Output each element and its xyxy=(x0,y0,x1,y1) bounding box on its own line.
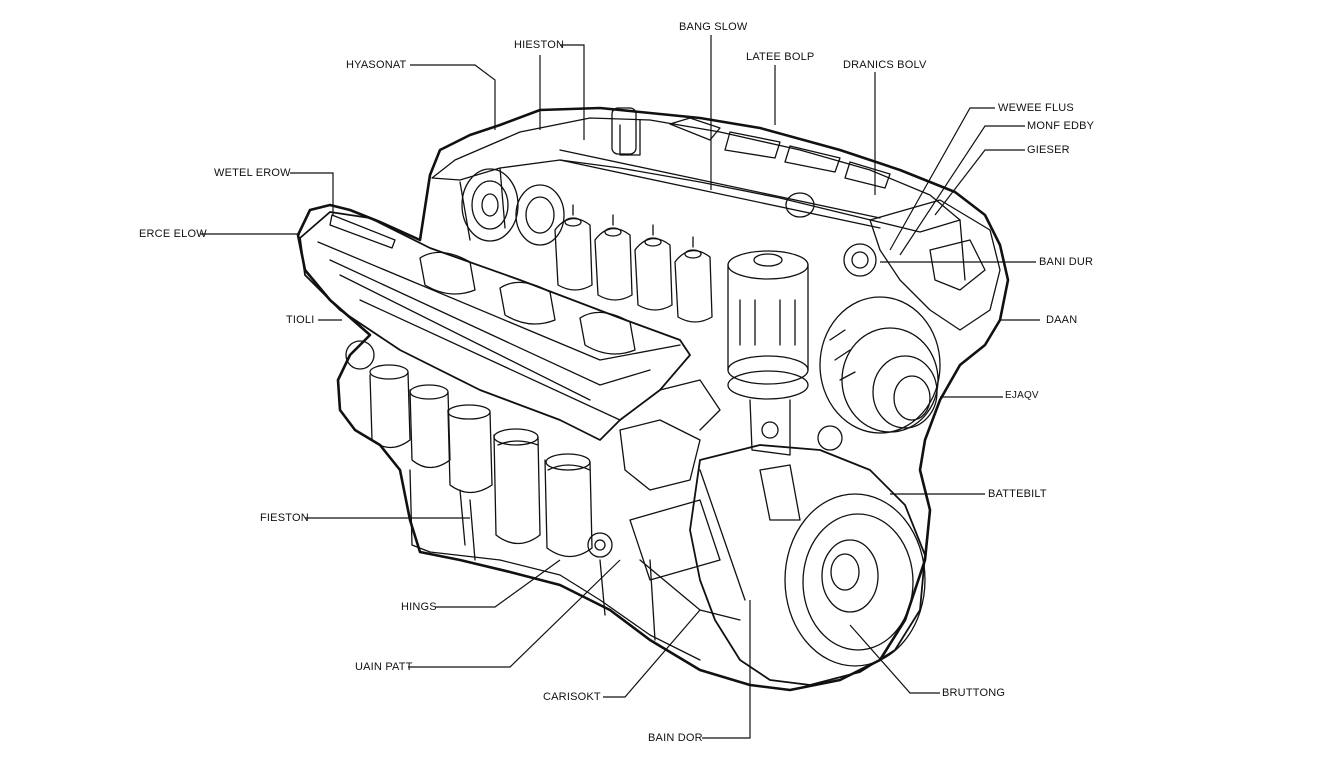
label-wetel-erow: WETEL EROW xyxy=(214,167,291,179)
label-tioli: TIOLI xyxy=(286,314,315,326)
label-bruttong: BRUTTONG xyxy=(942,687,1006,699)
leader-wewee-flus xyxy=(889,107,995,251)
coil-packs xyxy=(554,204,713,323)
leader-histon xyxy=(560,44,585,140)
label-bain-dor: BAIN DOR xyxy=(648,732,703,744)
leader-monf-edby xyxy=(899,125,1025,256)
label-dranics-bolv: DRANICS BOLV xyxy=(843,59,927,71)
label-fiston: FIESTON xyxy=(260,512,309,524)
label-hyasonat: HYASONAT xyxy=(346,59,407,71)
label-erce-elow: ERCE ELOW xyxy=(139,228,207,240)
label-carisokt: CARISOKT xyxy=(543,691,601,703)
rear-pulleys xyxy=(461,168,815,246)
leader-uain-patt xyxy=(408,559,621,668)
label-hings: HINGS xyxy=(401,601,437,613)
front-valve-cover xyxy=(299,211,691,441)
label-latee-bolp: LATEE BOLP xyxy=(746,51,815,63)
leader-hyasonat xyxy=(410,64,496,130)
label-daan: DAAN xyxy=(1046,314,1078,326)
label-bani-dur: BANI DUR xyxy=(1039,256,1094,268)
label-wewee-flus: WEWEE FLUS xyxy=(998,102,1074,114)
front-cylinders xyxy=(345,340,593,558)
label-bang-slow: BANG SLOW xyxy=(679,21,748,33)
leader-wetel-erow xyxy=(290,172,334,215)
label-uain-patt: UAIN PATT xyxy=(355,661,413,673)
label-gieser: GIESER xyxy=(1027,144,1070,156)
label-monf-edby: MONF EDBY xyxy=(1027,120,1095,132)
flywheel xyxy=(629,444,926,686)
leader-bruttong xyxy=(849,624,940,694)
label-ejaqv: EJAQV xyxy=(1005,390,1039,401)
leader-gieser xyxy=(934,149,1025,216)
front-pulley xyxy=(819,296,941,434)
leader-bain-dor xyxy=(702,600,751,739)
label-battebilt: BATTEBILT xyxy=(988,488,1047,500)
leader-carisokt xyxy=(603,609,701,698)
label-histon: HIESTON xyxy=(514,39,565,51)
oil-filter xyxy=(727,250,809,456)
leader-hings xyxy=(435,559,561,608)
